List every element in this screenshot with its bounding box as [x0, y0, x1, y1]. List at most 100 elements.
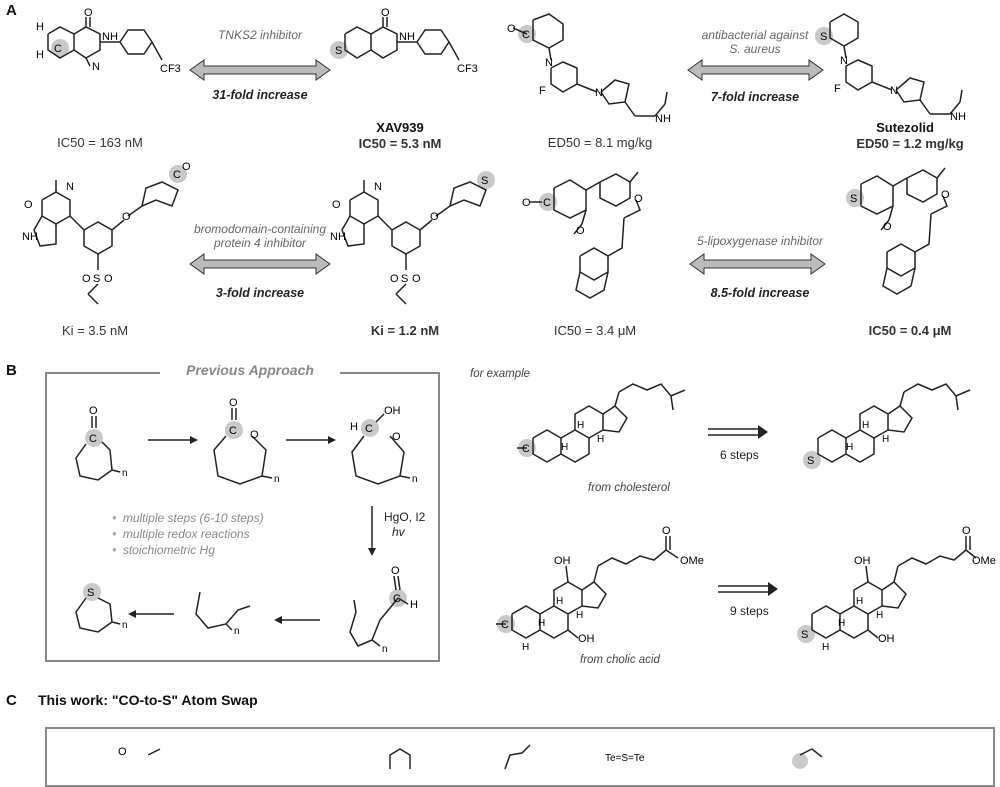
atom-h-label: H	[862, 420, 869, 431]
atom-o-label: O	[576, 225, 585, 237]
atom-o-label: O	[522, 197, 531, 209]
caption-ic50-right-1: IC50 = 5.3 nM	[358, 136, 442, 151]
atom-n-label: N	[374, 181, 382, 193]
atom-o-label: O	[390, 273, 399, 285]
atom-h-label: H	[822, 642, 829, 653]
arrow-label-8-5-fold: 8.5-fold increase	[710, 286, 810, 300]
atom-h-label: H	[556, 596, 563, 607]
reagent-hv: hv	[392, 525, 405, 539]
atom-cf3-label: CF3	[457, 63, 478, 75]
molecule-5lo-ketone: C O O O	[522, 171, 643, 299]
atom-o-label: O	[250, 429, 259, 441]
atom-n-label: N	[595, 87, 603, 99]
atom-h-label: H	[846, 442, 853, 453]
atom-ome-label: OMe	[680, 555, 704, 567]
atom-h-label: H	[576, 610, 583, 621]
atom-h-label: H	[577, 420, 584, 431]
atom-ome-label: OMe	[972, 555, 996, 567]
atom-nh-label: NH	[950, 111, 966, 123]
caption-ed50-right: ED50 = 1.2 mg/kg	[856, 136, 964, 151]
molecule-brd4-ketone: C O O N NH O O S O	[22, 161, 191, 305]
atom-o-label: O	[122, 211, 131, 223]
atom-o-label: O	[118, 746, 127, 758]
atom-c-label: C	[522, 443, 530, 455]
previous-approach-scheme: C O n C O O n C H OH O n C H O n	[75, 397, 418, 655]
atom-o-label: O	[962, 525, 971, 537]
atom-o-label: O	[392, 431, 401, 443]
atom-n-label: N	[545, 57, 553, 69]
subscript-n-label: n	[274, 474, 280, 485]
atom-s-label: S	[401, 273, 408, 285]
atom-c-label: C	[393, 593, 401, 605]
subscript-n-label: n	[122, 468, 128, 479]
compound-name-sutezolid: Sutezolid	[876, 120, 934, 135]
atom-s-label: S	[481, 175, 488, 187]
double-arrow-icon	[687, 59, 824, 81]
atom-o-label: O	[82, 273, 91, 285]
molecule-oxazolidinone-ketone: C O N F N NH	[507, 13, 671, 125]
atom-n-label: N	[66, 181, 74, 193]
atom-h-label: H	[36, 49, 44, 61]
atom-h-label: H	[838, 618, 845, 629]
subscript-n-label: n	[382, 644, 388, 655]
atom-s-label: S	[820, 31, 827, 43]
atom-o-label: O	[634, 193, 643, 205]
molecule-xav939: S NH O CF3	[330, 7, 478, 75]
steroid-thiane-cholic-acid: S OH OH OMe O H H H H	[797, 525, 996, 653]
subscript-n-label: n	[412, 474, 418, 485]
molecule-5lo-thiane: S O O	[846, 167, 950, 295]
atom-cf3-label: CF3	[160, 63, 181, 75]
atom-c-label: C	[229, 425, 237, 437]
double-arrow-icon	[189, 253, 331, 275]
atom-o-label: O	[412, 273, 421, 285]
atom-nh-label: NH	[330, 231, 346, 243]
atom-h-label: H	[36, 21, 44, 33]
atom-c-label: C	[89, 433, 97, 445]
atom-oh-label: OH	[878, 633, 895, 645]
atom-o-label: O	[662, 525, 671, 537]
molecule-tnks2-precursor: C H H NH N O CF3	[36, 7, 181, 75]
atom-o-label: O	[182, 161, 191, 173]
atom-h-label: H	[538, 618, 545, 629]
for-example-label: for example	[470, 368, 531, 380]
caption-ic50-right-4: IC50 = 0.4 μM	[868, 323, 952, 338]
panel-a-label: A	[6, 2, 17, 19]
atom-nh-label: NH	[399, 31, 415, 43]
arrow-label-5lo: 5-lipoxygenase inhibitor	[696, 234, 824, 248]
atom-o-label: O	[332, 199, 341, 211]
previous-approach-title: Previous Approach	[160, 362, 340, 378]
subscript-n-label: n	[122, 620, 128, 631]
atom-o-label: O	[381, 7, 390, 19]
atom-h-label: H	[410, 599, 418, 611]
arrow-label-7-fold: 7-fold increase	[710, 90, 800, 104]
atom-n-label: N	[92, 61, 100, 73]
arrow-label-antibacterial: antibacterial against	[701, 28, 809, 42]
this-work-scheme-partial: O Te=S=Te	[118, 744, 823, 770]
arrow-label-s-aureus: S. aureus	[729, 42, 781, 56]
atom-s-label: S	[801, 629, 808, 641]
atom-h-label: H	[597, 434, 604, 445]
arrow-label-protein4: protein 4 inhibitor	[213, 236, 307, 250]
from-cholesterol-label: from cholesterol	[588, 482, 670, 494]
reagent-hgo-i2: HgO, I2	[384, 510, 426, 524]
atom-c-label: C	[54, 43, 62, 55]
atom-s-label: S	[807, 455, 814, 467]
atom-oh-label: OH	[854, 555, 871, 567]
atom-h-label: H	[522, 642, 529, 653]
atom-nh-label: NH	[22, 231, 38, 243]
panel-b-label: B	[6, 362, 17, 379]
atom-o-label: O	[89, 405, 98, 417]
subscript-n-label: n	[234, 626, 240, 637]
steroid-ketone-cholesterol: C H H H	[517, 383, 686, 463]
bullet-item: stoichiometric Hg	[112, 542, 264, 558]
from-cholic-acid-label: from cholic acid	[580, 654, 660, 666]
molecule-brd4-thiane: S O N NH O O S O	[330, 171, 495, 305]
atom-c-label: C	[522, 29, 530, 41]
atom-n-label: N	[890, 85, 898, 97]
caption-ki-right: Ki = 1.2 nM	[370, 323, 440, 338]
atom-o-label: O	[24, 199, 33, 211]
atom-o-label: O	[941, 189, 950, 201]
atom-o-label: O	[883, 221, 892, 233]
compound-name-xav939: XAV939	[376, 120, 424, 135]
steps-label-9: 9 steps	[730, 604, 769, 618]
